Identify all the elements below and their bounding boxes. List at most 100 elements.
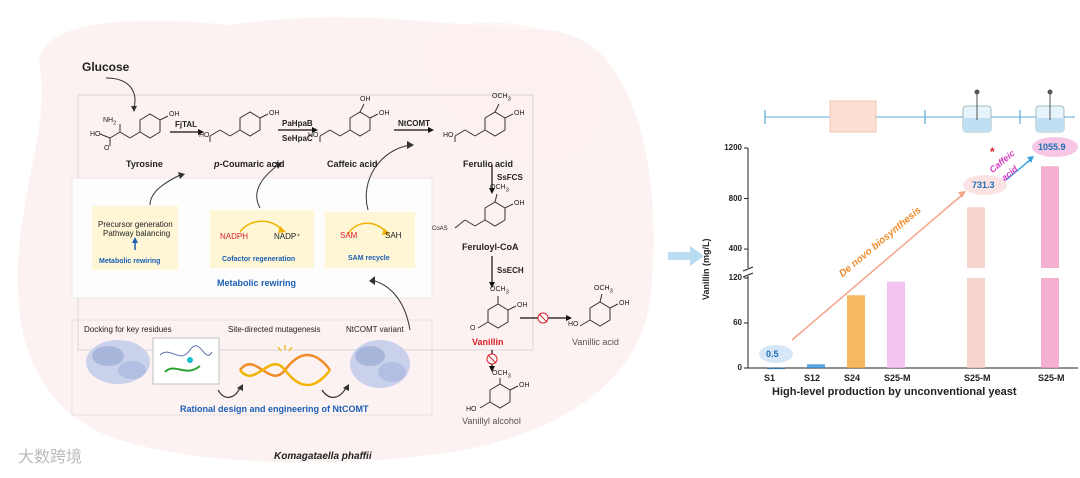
ferulic-label: Ferulic acid <box>463 159 514 169</box>
x-tick-label: S1 <box>764 373 776 383</box>
process-timeline <box>764 110 1075 124</box>
host-label: Komagataella phaffii <box>274 451 372 462</box>
sah-text: SAH <box>385 231 402 240</box>
bar-s1-0 <box>767 367 785 370</box>
o-group: O <box>470 325 476 332</box>
feruloyl-coa-label: Feruloyl-CoA <box>462 242 519 252</box>
enzyme-ntcomt: NtCOMT <box>398 119 430 128</box>
ho-group: HO <box>308 132 319 139</box>
och3-group: OCH3 <box>594 285 613 295</box>
enzyme-sehpac: SeHpaC <box>282 134 313 143</box>
enzyme-ssech: SsECH <box>497 266 524 275</box>
y-tick-label: 0 <box>737 363 742 372</box>
o-group: O <box>104 145 110 152</box>
enzyme-pahpab: PaHpaB <box>282 119 313 128</box>
value-label: 0.5 <box>766 349 779 359</box>
asterisk-mark: * <box>990 145 995 159</box>
vanillin-label: Vanillin <box>472 337 504 347</box>
x-tick-label: S25-M <box>884 373 911 383</box>
bar-lower-segment <box>1041 278 1059 368</box>
chart-ticks <box>744 147 748 369</box>
bioreactor-icon <box>1035 89 1065 133</box>
chart-axes <box>747 148 1078 369</box>
rewiring-box-title: Metabolic rewiring <box>99 258 161 265</box>
sam-text: SAM <box>340 231 358 240</box>
bar-s25-m-3 <box>887 281 905 368</box>
oh-group: OH <box>379 110 390 117</box>
engineering-title: Rational design and engineering of NtCOM… <box>180 404 369 414</box>
y-tick-label: 1200 <box>724 143 742 152</box>
ho-group: HO <box>568 321 579 328</box>
y-tick-label: 800 <box>728 193 742 203</box>
nadph-text: NADPH <box>220 232 249 241</box>
vanillyl-alcohol-structure <box>479 378 519 409</box>
oh-group: OH <box>519 382 530 389</box>
ho-group: HO <box>443 132 454 139</box>
mid-label-bubble <box>963 175 1007 195</box>
x-tick-label: S24 <box>844 373 861 383</box>
oh-group: OH <box>619 300 630 307</box>
sam-box <box>325 212 415 268</box>
y-tick-label: 60 <box>733 318 742 327</box>
nadp-text: NADP⁺ <box>274 232 301 241</box>
plate-icon <box>829 100 877 133</box>
oh-group: OH <box>514 200 525 207</box>
bar-lower-segment <box>967 278 985 368</box>
blocked-icon <box>486 312 549 365</box>
ho-group: HO <box>466 406 477 413</box>
nh2-group: NH2 <box>103 117 117 127</box>
oh-group: OH <box>360 96 371 103</box>
protein-docking-image <box>86 337 220 385</box>
y-tick-label: 400 <box>728 244 742 254</box>
oh-group: OH <box>169 111 180 118</box>
coas-group: CoAS <box>432 226 448 232</box>
enzyme-ssfcs: SsFCS <box>497 173 523 182</box>
feruloyl-coa-structure <box>454 193 514 229</box>
cofactor-title: Cofactor regeneration <box>222 256 296 263</box>
chart-xlabel: High-level production by unconventional … <box>772 386 1017 398</box>
x-tick-label: S25-M <box>1038 373 1065 383</box>
value-label: 731.3 <box>972 180 995 190</box>
caffeic-arrow <box>1005 159 1031 181</box>
och3-group: OCH3 <box>490 286 509 296</box>
chart-bars <box>767 166 1059 370</box>
glucose-arrow <box>105 77 136 109</box>
metabolic-title: Metabolic rewiring <box>217 278 297 288</box>
vanillic-acid-label: Vanillic acid <box>572 337 619 347</box>
ntcomt-variant-image <box>350 340 410 388</box>
vanillin-structure <box>477 296 517 329</box>
vanillic-acid-structure <box>579 293 619 327</box>
feedback-arrows <box>149 144 411 331</box>
enzyme-fjtal: FjTAL <box>175 120 198 129</box>
docking-text: Docking for key residues <box>84 325 172 334</box>
cofactor-box <box>210 210 314 268</box>
x-tick-label: S25-M <box>964 373 991 383</box>
mutagenesis-text: Site-directed mutagenesis <box>228 325 321 334</box>
glucose-label: Glucose <box>82 60 130 74</box>
top-label-bubble <box>1032 137 1078 157</box>
coumaric-structure <box>209 111 269 142</box>
oh-group: OH <box>517 302 528 309</box>
bar-s25-m-4 <box>967 207 985 268</box>
och3-group: OCH3 <box>492 370 511 380</box>
s1-label-bubble <box>759 345 793 363</box>
och3-group: OCH3 <box>492 93 511 103</box>
tyrosine-structure <box>99 113 169 146</box>
bar-s12-1 <box>807 364 825 368</box>
ho-group: HO <box>199 132 210 139</box>
arrow-heads <box>178 141 414 285</box>
caffeic-structure <box>319 103 379 142</box>
oh-group: OH <box>514 110 525 117</box>
chart-ylabel: Vanillin (mg/L) <box>701 238 711 300</box>
dna-helix-icon <box>239 345 331 387</box>
ho-group: HO <box>90 131 101 138</box>
coumaric-label: p-Coumaric acid <box>214 159 285 169</box>
tyrosine-label: Tyrosine <box>126 159 163 169</box>
engineering-panel <box>71 319 433 416</box>
bioreactor-icon <box>962 89 992 133</box>
engineering-arrows <box>217 387 347 398</box>
cofactor-arrows <box>239 220 387 235</box>
precursor-text: Precursor generation <box>98 220 173 229</box>
sam-recycle-title: SAM recycle <box>348 255 390 262</box>
caffeic-label: Caffeic acid <box>327 159 378 169</box>
